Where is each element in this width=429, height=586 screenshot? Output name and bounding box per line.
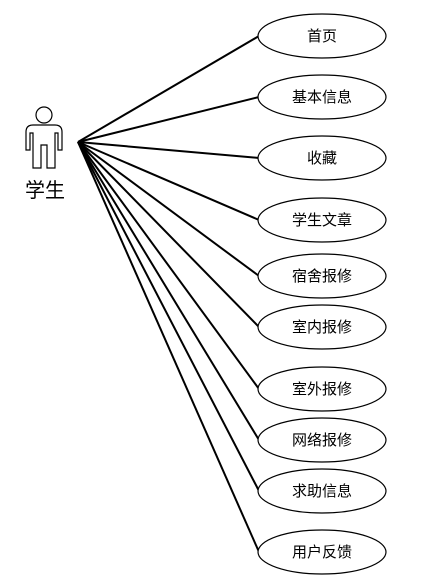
association-indoor-repair <box>77 141 260 328</box>
use-case-student-articles: 学生文章 <box>257 197 387 243</box>
association-student-articles <box>77 141 260 221</box>
association-favorites <box>77 141 260 159</box>
use-case-label: 用户反馈 <box>292 543 352 561</box>
association-user-feedback <box>77 141 260 553</box>
association-outdoor-repair <box>77 141 260 390</box>
use-case-favorites: 收藏 <box>257 135 387 181</box>
use-case-label: 首页 <box>307 27 337 45</box>
association-lines <box>77 35 260 553</box>
use-case-basic-info: 基本信息 <box>257 74 387 120</box>
use-case-label: 宿舍报修 <box>292 267 352 285</box>
use-case-label: 室内报修 <box>292 318 352 336</box>
use-case-network-repair: 网络报修 <box>257 417 387 463</box>
association-network-repair <box>77 141 260 441</box>
use-case-dorm-repair: 宿舍报修 <box>257 253 387 299</box>
use-case-user-feedback: 用户反馈 <box>257 529 387 575</box>
actor-label: 学生 <box>25 178 65 202</box>
use-case-label: 学生文章 <box>292 211 352 229</box>
association-help-info <box>77 141 260 492</box>
use-case-indoor-repair: 室内报修 <box>257 304 387 350</box>
use-case-label: 基本信息 <box>292 88 352 106</box>
association-home <box>77 35 260 143</box>
use-case-help-info: 求助信息 <box>257 468 387 514</box>
use-case-label: 收藏 <box>307 149 337 167</box>
use-case-label: 网络报修 <box>292 431 352 449</box>
person-icon <box>25 106 63 169</box>
use-case-label: 室外报修 <box>292 380 352 398</box>
association-dorm-repair <box>77 141 260 277</box>
use-case-home: 首页 <box>257 13 387 59</box>
use-case-label: 求助信息 <box>292 482 352 500</box>
association-basic-info <box>77 96 260 143</box>
use-case-outdoor-repair: 室外报修 <box>257 366 387 412</box>
